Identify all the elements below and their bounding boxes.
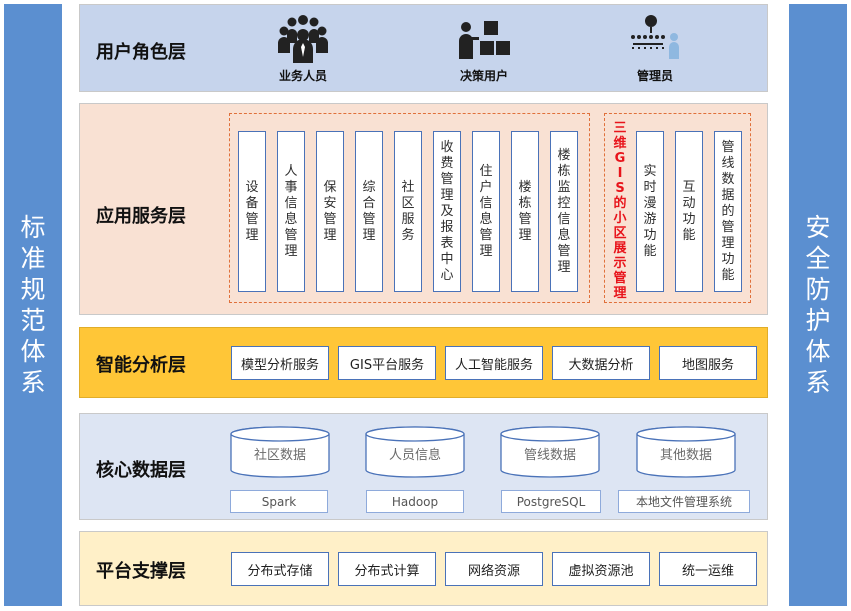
- virtual-resource-pool: 虚拟资源池: [552, 552, 650, 586]
- service-community: 社区服务: [394, 131, 422, 292]
- role-business: 业务人员: [258, 13, 348, 84]
- application-layer-title: 应用服务层: [96, 206, 186, 227]
- network-resources: 网络资源: [445, 552, 543, 586]
- service-building-management: 楼栋管理: [511, 131, 539, 292]
- analysis-layer-title: 智能分析层: [96, 355, 186, 376]
- gis-interaction: 互动功能: [675, 131, 703, 292]
- database-icon: [636, 426, 736, 478]
- database-personnel: 人员信息: [365, 426, 465, 478]
- database-label-community: 社区数据: [253, 448, 306, 463]
- business-group-icon: [278, 15, 328, 63]
- database-label-personnel: 人员信息: [388, 448, 441, 463]
- tech-spark: Spark: [230, 490, 328, 513]
- distributed-computing: 分布式计算: [338, 552, 436, 586]
- service-personnel-info: 人事信息管理: [277, 131, 305, 292]
- admin-network-icon: [631, 15, 679, 59]
- user-role-layer-title: 用户角色层: [96, 42, 186, 63]
- database-icon: [365, 426, 465, 478]
- core-data-layer-title: 核心数据层: [96, 460, 186, 481]
- database-icon: [230, 426, 330, 478]
- role-admin: 管理员: [610, 13, 700, 84]
- standards-system-bar: 标准规范体系: [4, 4, 62, 606]
- distributed-storage: 分布式存储: [231, 552, 329, 586]
- role-decision: 决策用户: [439, 13, 529, 84]
- database-pipeline: 管线数据: [500, 426, 600, 478]
- service-billing-reports: 收费管理及报表中心: [433, 131, 461, 292]
- database-label-other: 其他数据: [659, 448, 712, 463]
- security-system-bar: 安全防护体系: [789, 4, 847, 606]
- platform-layer-title: 平台支撑层: [96, 561, 186, 582]
- ai-service: 人工智能服务: [445, 346, 543, 380]
- role-label-admin: 管理员: [636, 69, 673, 83]
- decision-user-icon: [459, 21, 510, 59]
- standards-system-label: 标准规范体系: [20, 213, 46, 397]
- service-security-guard: 保安管理: [316, 131, 344, 292]
- application-services-group: [229, 113, 590, 303]
- user-role-layer: 用户角色层 业务人员: [79, 4, 768, 92]
- tech-local-file-system: 本地文件管理系统: [618, 490, 750, 513]
- service-device-management: 设备管理: [238, 131, 266, 292]
- map-service: 地图服务: [659, 346, 757, 380]
- gis-platform-service: GIS平台服务: [338, 346, 436, 380]
- model-analysis-service: 模型分析服务: [231, 346, 329, 380]
- tech-postgresql: PostgreSQL: [501, 490, 601, 513]
- big-data-analysis: 大数据分析: [552, 346, 650, 380]
- security-system-label: 安全防护体系: [805, 213, 831, 397]
- database-label-pipeline: 管线数据: [523, 448, 576, 463]
- role-label-business: 业务人员: [278, 69, 327, 83]
- service-resident-info: 住户信息管理: [472, 131, 500, 292]
- gis-services-group: [604, 113, 751, 303]
- database-icon: [500, 426, 600, 478]
- role-label-decision: 决策用户: [459, 69, 508, 83]
- gis-realtime-roaming: 实时漫游功能: [636, 131, 664, 292]
- database-community: 社区数据: [230, 426, 330, 478]
- service-building-monitoring: 楼栋监控信息管理: [550, 131, 578, 292]
- service-general-management: 综合管理: [355, 131, 383, 292]
- database-other: 其他数据: [636, 426, 736, 478]
- gis-pipeline-data-management: 管线数据的管理功能: [714, 131, 742, 292]
- gis-heading: 三维GIS的小区展示管理: [613, 121, 627, 301]
- unified-operations: 统一运维: [659, 552, 757, 586]
- tech-hadoop: Hadoop: [366, 490, 464, 513]
